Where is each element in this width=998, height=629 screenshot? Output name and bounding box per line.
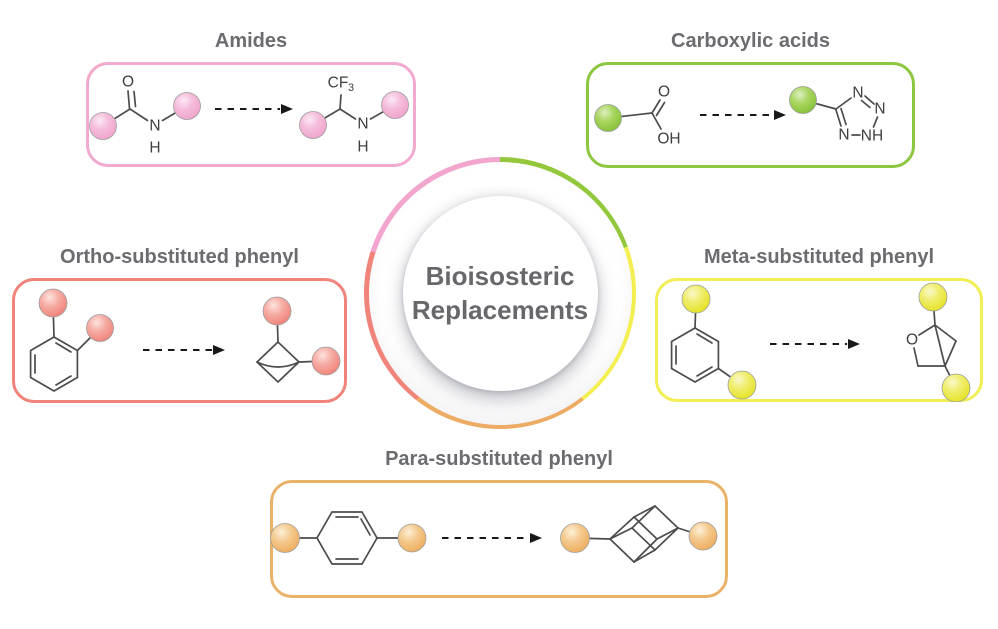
r-group-sphere — [299, 111, 327, 139]
r-group-sphere — [594, 104, 622, 132]
panel-ortho-phenyl: Ortho-substituted phenyl — [12, 242, 347, 403]
r-group-sphere — [397, 523, 427, 553]
bicyclopentane-structure — [255, 296, 341, 384]
panel-amides-title: Amides — [214, 30, 288, 52]
cooh-o-label: O — [658, 84, 670, 101]
dashed-arrow-icon — [700, 110, 786, 120]
amide-o-label: O — [122, 74, 134, 91]
r-group-sphere — [681, 284, 711, 314]
dashed-arrow-icon — [143, 345, 225, 355]
amine-h-label: H — [357, 139, 368, 156]
r-group-sphere — [381, 91, 409, 119]
tetrazole-n2-label: N — [874, 101, 885, 118]
cooh-oh-label: OH — [657, 131, 680, 148]
panel-amides: Amides O N H — [86, 26, 416, 167]
amide-h-label: H — [149, 140, 160, 157]
panel-meta-title: Meta-substituted phenyl — [703, 246, 934, 268]
panel-meta-box: O — [655, 278, 983, 402]
panel-para-phenyl: Para-substituted phenyl — [270, 444, 728, 598]
r-group-sphere — [789, 86, 817, 114]
r-group-sphere — [941, 373, 971, 402]
amides-structures: O N H CF — [89, 74, 409, 157]
benzene-bonds — [670, 298, 743, 386]
panel-carboxylic-box: O OH — [586, 62, 915, 168]
meta-phenyl-structure — [670, 284, 757, 400]
amide-n-label: N — [149, 118, 160, 135]
ortho-structures — [29, 288, 341, 392]
panel-para-title: Para-substituted phenyl — [385, 448, 613, 470]
dashed-arrow-icon — [215, 104, 293, 114]
carboxylic-structures: O OH — [594, 84, 886, 148]
r-group-sphere — [270, 523, 300, 553]
oxabicyclohexane-structure: O — [906, 282, 971, 402]
benzene-bonds — [29, 302, 101, 392]
r-group-sphere — [86, 314, 114, 342]
r-group-sphere — [918, 282, 948, 312]
amide-bonds — [102, 90, 188, 127]
trifluoroethylamine-structure: CF 3 N H — [299, 75, 409, 156]
oxa-o-label: O — [906, 332, 918, 349]
tetrazole-structure: N N NH N — [789, 85, 886, 145]
amide-structure: O N H — [89, 74, 201, 157]
cubane-bonds — [574, 504, 704, 564]
center-title-line1: Bioisosteric — [425, 261, 575, 291]
panel-carboxylic-title: Carboxylic acids — [671, 30, 830, 52]
r-group-sphere — [38, 288, 68, 318]
r-group-sphere — [262, 296, 292, 326]
center-inner-circle: Bioisosteric Replacements — [402, 195, 598, 391]
ortho-phenyl-structure — [29, 288, 114, 392]
benzene-bonds — [284, 511, 413, 565]
r-group-sphere — [688, 521, 718, 551]
center-ring: Bioisosteric Replacements — [364, 157, 636, 429]
tetrazole-n1-label: N — [852, 85, 863, 102]
panel-amides-box: O N H CF — [86, 62, 416, 167]
cf3-label: CF — [328, 75, 349, 92]
center-ring-band: Bioisosteric Replacements — [368, 161, 632, 425]
r-group-sphere — [727, 370, 757, 400]
center-title-line2: Replacements — [411, 295, 589, 325]
r-group-sphere — [173, 92, 201, 120]
panel-carboxylic-acids: Carboxylic acids O OH — [586, 26, 915, 168]
para-phenyl-structure — [270, 511, 427, 565]
panel-ortho-box — [12, 278, 347, 403]
para-structures — [270, 504, 718, 565]
cf3-subscript: 3 — [348, 82, 354, 94]
dashed-arrow-icon — [770, 339, 860, 349]
meta-structures: O — [670, 282, 971, 402]
panel-meta-phenyl: Meta-substituted phenyl — [655, 242, 983, 402]
tetrazole-nh-label: NH — [861, 128, 883, 145]
panel-para-box — [270, 480, 728, 598]
r-group-sphere — [311, 346, 341, 376]
amine-n-label: N — [357, 116, 368, 133]
r-group-sphere — [560, 523, 590, 553]
panel-ortho-title: Ortho-substituted phenyl — [60, 246, 299, 268]
r-group-sphere — [89, 112, 117, 140]
cubane-structure — [560, 504, 718, 564]
tetrazole-n4-label: N — [838, 127, 849, 144]
dashed-arrow-icon — [442, 533, 542, 543]
carboxylic-acid-structure: O OH — [594, 84, 681, 148]
